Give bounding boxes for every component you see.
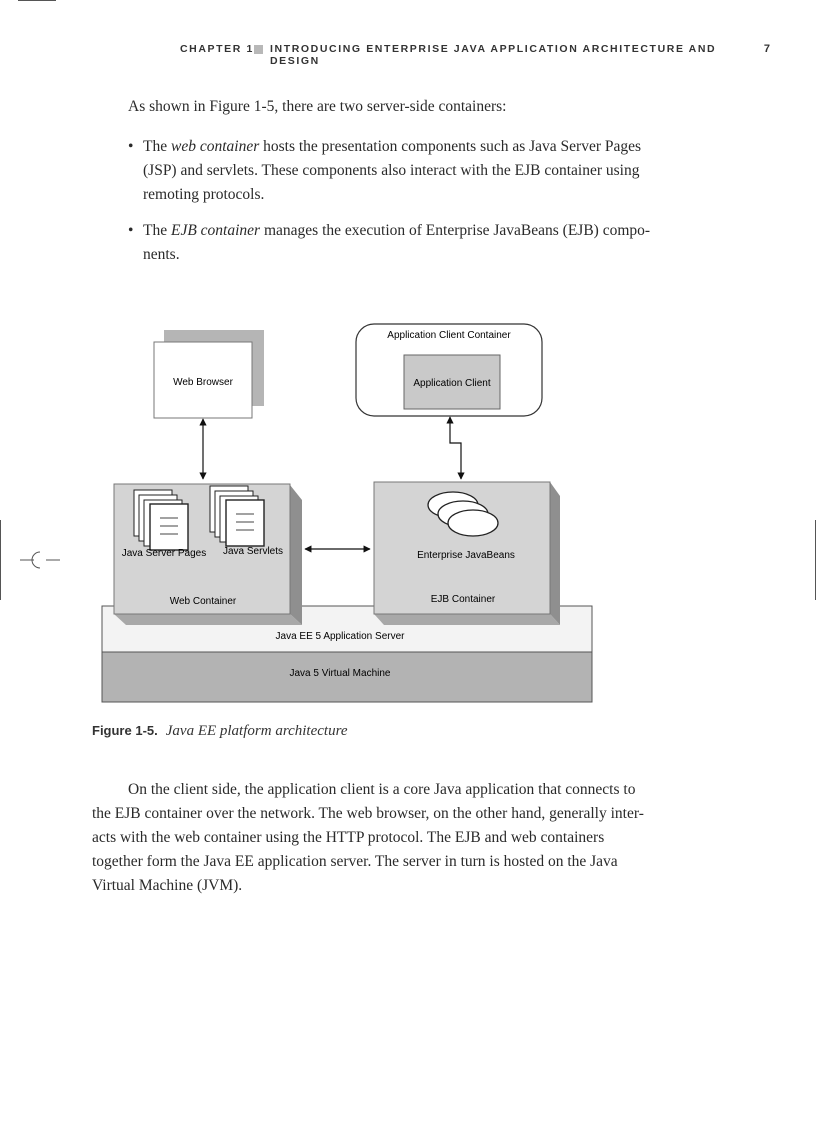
jsp-label: Java Server Pages [122,548,207,559]
bullet-prefix: The [143,138,168,155]
ejb-container-side [550,482,560,625]
body-paragraph: On the client side, the application clie… [92,778,722,898]
page-number: 7 [763,43,770,55]
web-container-label: Web Container [170,596,237,607]
bullet-icon: • [128,138,134,155]
registration-mark-icon [20,551,60,569]
paragraph-line: together form the Java EE application se… [92,853,618,870]
running-head-title: INTRODUCING ENTERPRISE JAVA APPLICATION … [270,43,717,67]
bullet-prefix: The [143,222,168,239]
bullet-term: web container [170,138,260,155]
bullet-line: hosts the presentation components such a… [263,138,642,155]
caption-label: Figure 1-5. [92,723,158,738]
web-browser-box [153,341,253,419]
caption-text: Java EE platform architecture [165,723,348,739]
bean-icon [447,509,499,537]
jsp-document-icon [149,503,189,551]
app-client-box [403,354,501,410]
servlet-document-icon [225,499,265,547]
paragraph-line: acts with the web container using the HT… [92,829,605,846]
paragraph-line: Virtual Machine (JVM). [92,877,243,894]
vm-label: Java 5 Virtual Machine [290,668,391,679]
ejb-container-label: EJB Container [431,594,496,605]
paragraph-line: On the client side, the application clie… [128,781,636,798]
running-head: CHAPTER 1 INTRODUCING ENTERPRISE JAVA AP… [180,43,770,67]
separator-square-icon [254,45,263,54]
bullet-term: EJB container [170,222,261,239]
web-container-bottom [114,614,302,625]
vm-box [101,651,593,703]
bullet-icon: • [128,222,134,239]
bullet-text: The web container hosts the presentation… [143,135,718,207]
bullet-line: manages the execution of Enterprise Java… [263,222,651,239]
app-client-container-label: Application Client Container [387,330,511,341]
running-head-chapter: CHAPTER 1 [180,43,254,55]
ejb-container-bottom [374,614,560,625]
bullet-line: remoting protocols. [143,186,265,203]
architecture-figure: Web Browser Application Client Container… [92,318,602,710]
app-server-label: Java EE 5 Application Server [276,631,406,642]
app-client-label: Application Client [413,378,490,389]
enterprise-javabeans-label: Enterprise JavaBeans [417,550,515,561]
bullet-line: nents. [143,246,180,263]
crop-mark-left [0,520,1,600]
architecture-diagram: Web Browser Application Client Container… [101,323,593,703]
web-browser-label: Web Browser [173,377,234,388]
bullet-text: The EJB container manages the execution … [143,219,718,267]
paragraph-line: the EJB container over the network. The … [92,805,644,822]
crop-mark-top [18,0,56,1]
figure-caption: Figure 1-5. Java EE platform architectur… [92,722,592,742]
web-container-side [290,485,302,625]
bullet-line: (JSP) and servlets. These components als… [143,162,640,179]
client-ejb-arrow [446,416,465,480]
servlets-label: Java Servlets [223,546,283,557]
intro-sentence: As shown in Figure 1-5, there are two se… [128,98,507,115]
